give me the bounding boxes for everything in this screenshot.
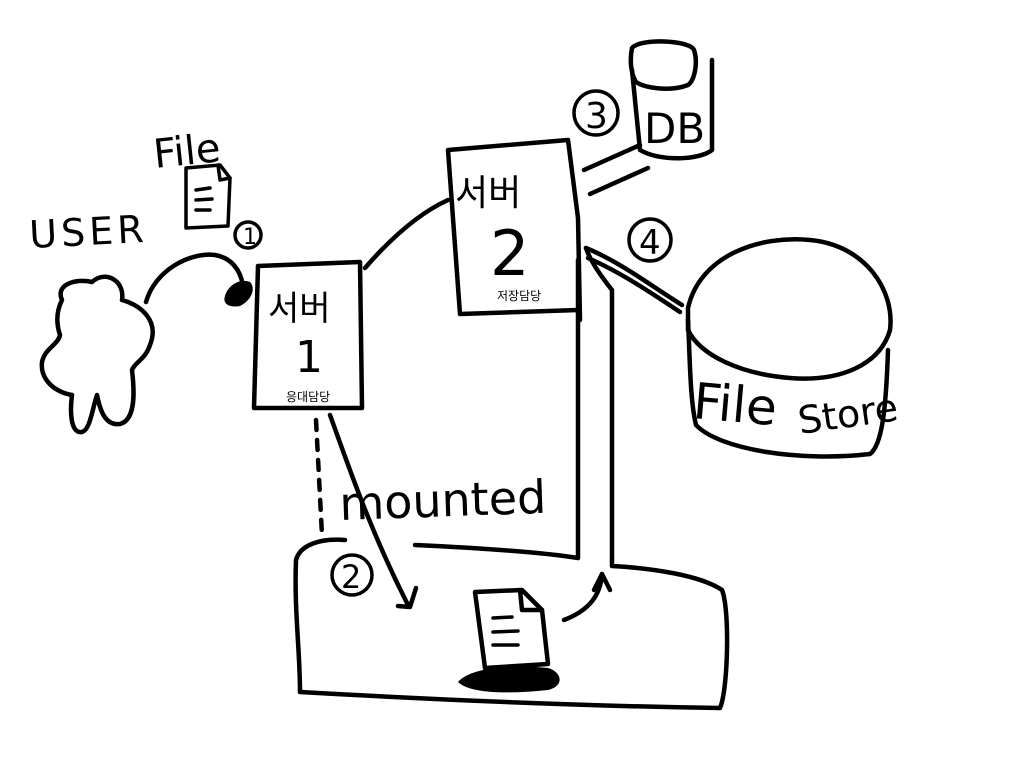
server-2-number: 2 <box>490 217 529 290</box>
step-2-arrow <box>327 412 419 610</box>
step-4-badge: 4 <box>627 217 673 263</box>
server-1-name: 서버 <box>268 289 331 329</box>
server-2-role: 저장담당 <box>497 289 541 303</box>
server2-filestore-link <box>583 245 685 315</box>
svg-text:4: 4 <box>639 223 661 263</box>
svg-text:1: 1 <box>243 225 257 250</box>
server-1-box: 서버 1 응대담당 <box>251 259 365 411</box>
file-document-icon <box>184 163 232 230</box>
db-cylinder: DB <box>628 39 715 161</box>
file-store-label-file: File <box>691 372 779 437</box>
server-2-name: 서버 <box>455 173 521 214</box>
user-figure <box>39 274 155 435</box>
server2-db-link <box>581 142 651 197</box>
user-label: USER <box>28 207 148 257</box>
step-3-badge: 3 <box>572 89 620 137</box>
svg-text:3: 3 <box>585 96 608 137</box>
file-store-drum: File Store <box>685 237 901 459</box>
mounted-region: mounted <box>293 245 730 711</box>
step-1-badge: 1 <box>233 220 263 250</box>
server1-mount-dashed <box>313 417 325 538</box>
server-2-box: 서버 2 저장담당 <box>445 137 583 323</box>
step-2-badge: 2 <box>330 553 374 597</box>
server1-server2-link <box>362 197 451 271</box>
server-1-role: 응대담당 <box>286 390 330 404</box>
doc-to-server2-arrow <box>561 571 613 623</box>
file-store-label-store: Store <box>795 385 901 443</box>
user-to-server1-arrow <box>143 252 253 307</box>
mounted-label: mounted <box>338 470 547 531</box>
db-label: DB <box>644 104 705 153</box>
mounted-document-icon <box>458 587 560 693</box>
svg-text:2: 2 <box>341 558 361 596</box>
server-1-number: 1 <box>295 332 323 383</box>
